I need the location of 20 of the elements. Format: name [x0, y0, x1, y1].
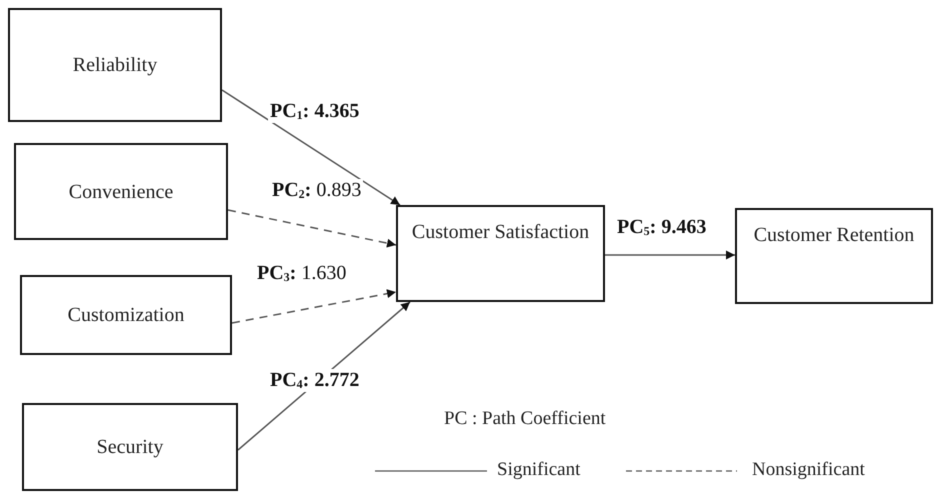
note: PC : Path Coefficient: [444, 408, 606, 430]
legend-label: Nonsignificant: [752, 459, 865, 481]
variable-name: Security: [96, 435, 164, 460]
variable-box: [14, 143, 228, 240]
edge-label: PC$_{4}$: 2.772: [268, 369, 362, 392]
arrow: [228, 209, 396, 248]
legend-label: Significant: [497, 459, 580, 481]
arrow: [605, 250, 735, 260]
variable-box: [22, 403, 238, 491]
variable-box: [20, 275, 232, 355]
variable-name: Convenience: [68, 180, 174, 204]
variable-box: [735, 208, 933, 304]
variable-name: Customization: [68, 303, 184, 328]
variable-box: [396, 205, 605, 302]
variable-box: [8, 8, 222, 122]
variable-name: Customer Satisfaction: [412, 220, 590, 245]
arrow: [232, 289, 396, 324]
variable-name: Reliability: [72, 53, 158, 78]
arrow: [222, 89, 400, 206]
variable-name: Customer Retention: [754, 223, 914, 248]
